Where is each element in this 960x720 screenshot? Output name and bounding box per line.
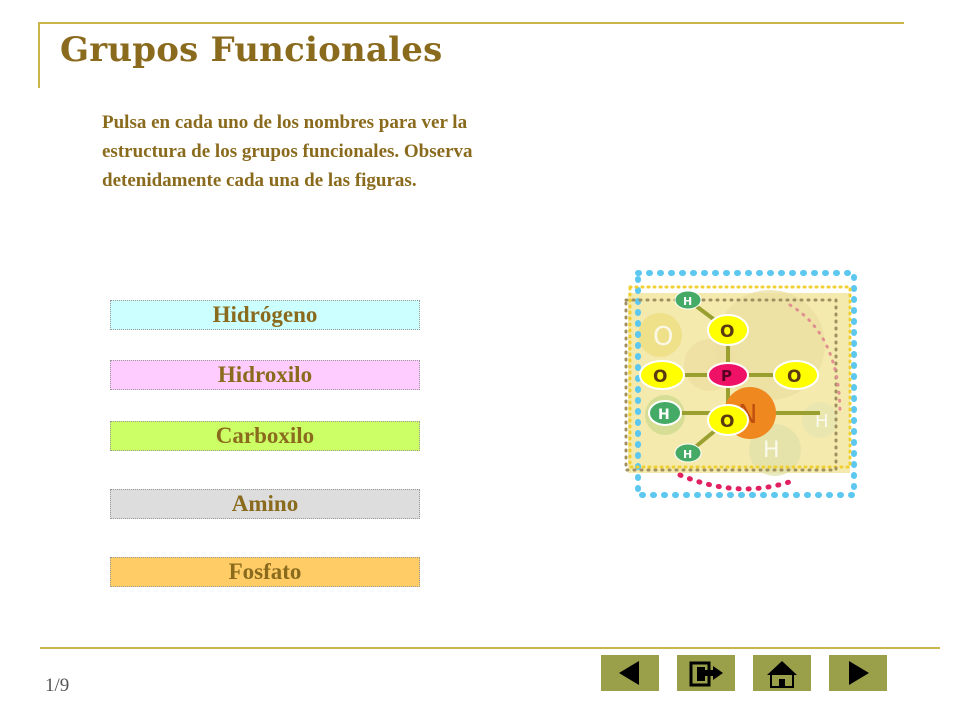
atom-o-upper-label: O bbox=[720, 322, 734, 342]
button-carboxilo[interactable]: Carboxilo bbox=[110, 421, 420, 451]
page-title: Grupos Funcionales bbox=[60, 30, 443, 70]
atom-h-top-label: H bbox=[683, 295, 692, 308]
atom-h-left-label: H bbox=[658, 407, 670, 423]
button-amino[interactable]: Amino bbox=[110, 489, 420, 519]
exit-icon bbox=[689, 661, 723, 687]
svg-text:H: H bbox=[815, 411, 829, 432]
button-hidrogeno[interactable]: Hidrógeno bbox=[110, 300, 420, 330]
header-top-rule bbox=[40, 22, 904, 24]
next-button[interactable] bbox=[829, 655, 887, 691]
previous-icon bbox=[619, 661, 639, 685]
atom-p-label: P bbox=[721, 367, 732, 385]
footer-rule bbox=[40, 647, 940, 649]
atom-o-lower-label: O bbox=[720, 412, 734, 432]
header-left-rule bbox=[38, 22, 40, 88]
atom-o-right-label: O bbox=[787, 367, 801, 387]
home-button[interactable] bbox=[753, 655, 811, 691]
exit-button[interactable] bbox=[677, 655, 735, 691]
atom-o-left-label: O bbox=[653, 367, 667, 387]
next-icon bbox=[849, 661, 869, 685]
molecule-illustration: O H H N H O O P O bbox=[620, 265, 860, 500]
atom-h-bottom-label: H bbox=[683, 448, 692, 461]
button-hidroxilo[interactable]: Hidroxilo bbox=[110, 360, 420, 390]
previous-button[interactable] bbox=[601, 655, 659, 691]
instructions-text: Pulsa en cada uno de los nombres para ve… bbox=[102, 112, 473, 191]
button-fosfato[interactable]: Fosfato bbox=[110, 557, 420, 587]
svg-text:O: O bbox=[653, 322, 673, 352]
home-icon bbox=[767, 661, 797, 688]
page-number: 1/9 bbox=[45, 675, 70, 696]
svg-text:H: H bbox=[763, 438, 780, 463]
